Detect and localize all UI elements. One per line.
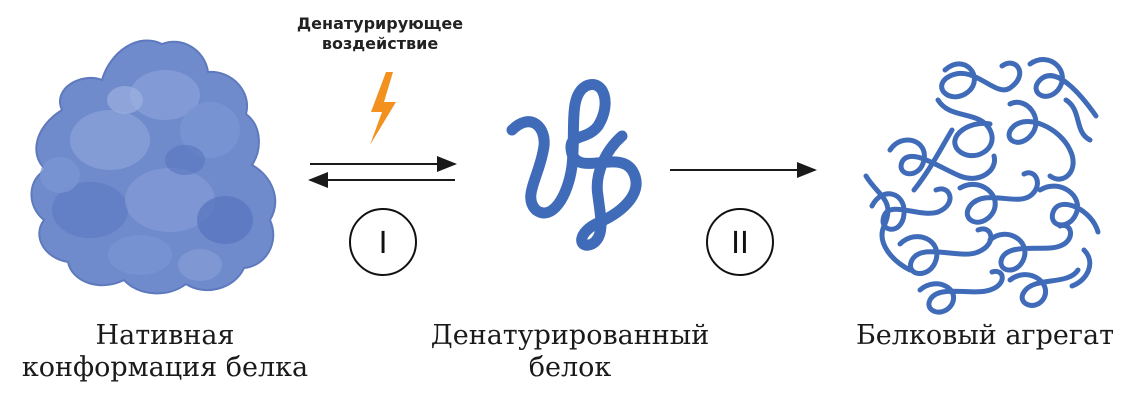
denatured-caption-line-2: белок bbox=[528, 352, 612, 383]
step-two-label: II bbox=[731, 226, 749, 261]
denaturing-stimulus-label: Денатурирующее воздействие bbox=[260, 14, 500, 54]
denatured-protein-caption: Денатурированный белок bbox=[400, 320, 740, 384]
step-two-circle bbox=[706, 208, 774, 276]
native-conformation-caption: Нативная конформация белка bbox=[0, 320, 330, 384]
denatured-caption-line-1: Денатурированный bbox=[430, 320, 710, 351]
protein-aggregate-caption: Белковый агрегат bbox=[840, 320, 1130, 352]
step-one-circle bbox=[349, 208, 417, 276]
protein-aggregate bbox=[863, 57, 1101, 315]
denatured-protein-chain bbox=[506, 79, 642, 251]
stimulus-line-1: Денатурирующее bbox=[296, 14, 464, 33]
aggregate-caption-line-1: Белковый агрегат bbox=[855, 320, 1115, 351]
stimulus-line-2: воздействие bbox=[321, 34, 439, 53]
native-caption-line-2: конформация белка bbox=[21, 352, 309, 383]
step-one-label: I bbox=[379, 226, 388, 261]
native-caption-line-1: Нативная bbox=[95, 320, 235, 351]
lightning-bolt-icon bbox=[370, 72, 396, 145]
native-protein-blob bbox=[30, 39, 277, 295]
